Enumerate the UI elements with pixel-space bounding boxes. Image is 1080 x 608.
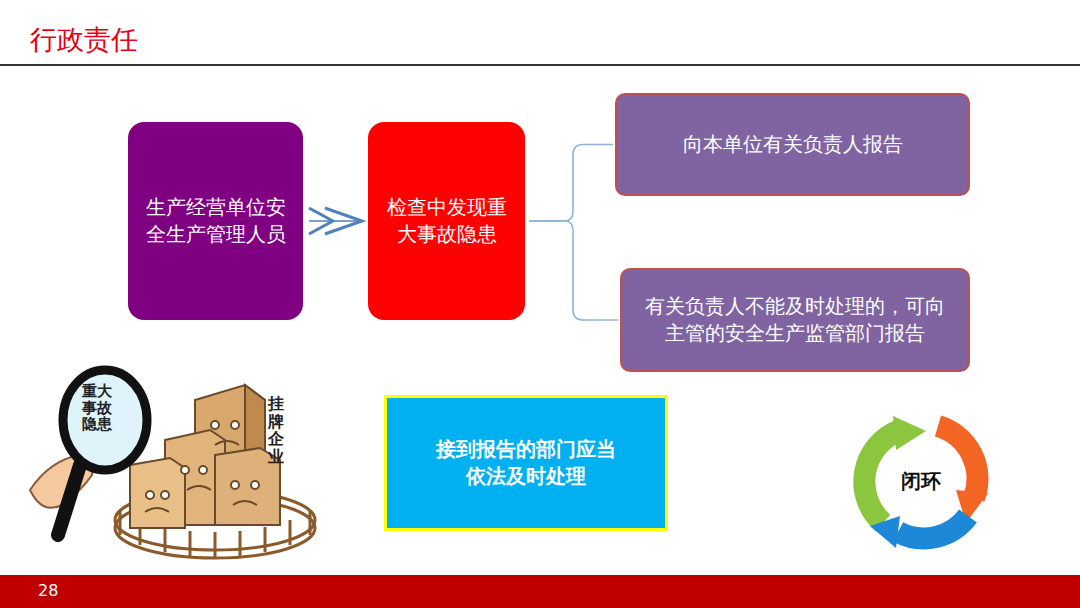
- node-text: 闭环: [901, 468, 941, 495]
- footer-bar: [0, 575, 1080, 608]
- escalate-box: 有关负责人不能及时处理的，可向主管的安全生产监管部门报告: [620, 268, 970, 372]
- page-number: 28: [38, 581, 58, 600]
- title-rule: [0, 64, 1080, 66]
- connector: [529, 145, 613, 222]
- connector: [309, 208, 362, 234]
- finding-box: 检查中发现重大事故隐患: [368, 122, 525, 320]
- role-box: 生产经营单位安全生产管理人员: [128, 122, 303, 320]
- report-box: 向本单位有关负责人报告: [615, 93, 970, 196]
- magnifier: [30, 370, 147, 535]
- plaque-text: 挂牌企业: [268, 395, 284, 465]
- node-text: 生产经营单位安全生产管理人员: [142, 194, 289, 248]
- slide-title: 行政责任: [30, 22, 138, 58]
- node-text: 接到报告的部门应当依法及时处理: [427, 436, 625, 490]
- magnifier-text: 重大事故隐患: [80, 383, 113, 433]
- node-text: 检查中发现重大事故隐患: [382, 194, 511, 248]
- node-text: 向本单位有关负责人报告: [683, 131, 903, 158]
- buildings: [130, 385, 280, 528]
- node-text: 有关负责人不能及时处理的，可向主管的安全生产监管部门报告: [638, 293, 952, 347]
- closed-loop-cycle: 闭环: [838, 398, 1004, 564]
- handling-box: 接到报告的部门应当依法及时处理: [384, 395, 668, 531]
- connector: [529, 221, 618, 320]
